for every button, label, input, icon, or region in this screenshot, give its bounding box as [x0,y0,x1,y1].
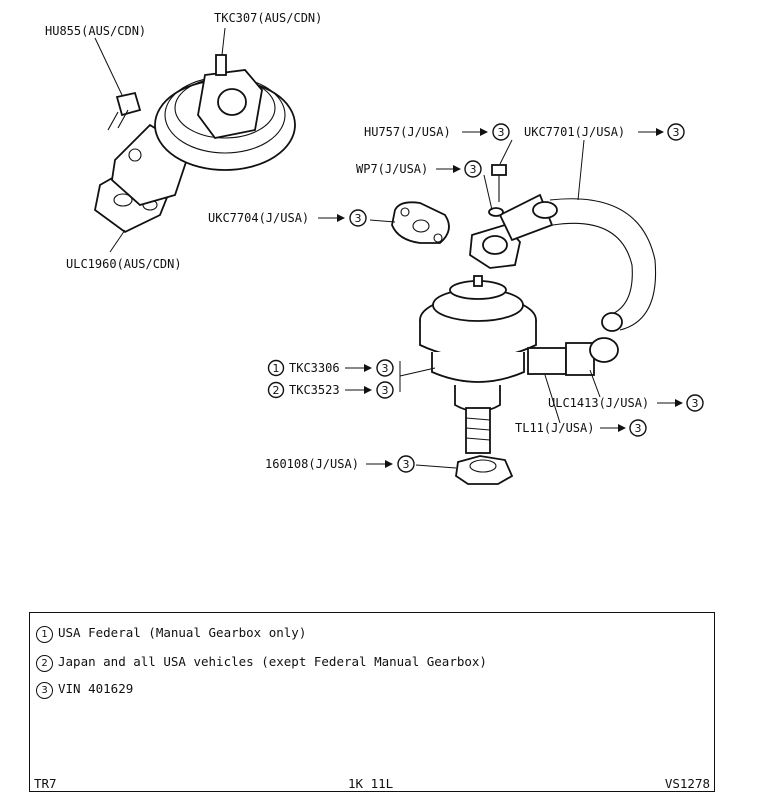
note-2-marker: 2 [36,655,53,672]
j-usa-egr-valve-drawing [391,164,657,485]
marker-3-tkc3523: 3 [382,384,389,397]
label-160108: 160108(J/USA) [265,457,359,471]
footer-drawing-number: VS1278 [664,776,710,791]
marker-3-hu757: 3 [498,126,505,139]
note-2-text: Japan and all USA vehicles (exept Federa… [58,654,487,669]
label-hu855: HU855(AUS/CDN) [45,24,146,38]
label-ulc1413: ULC1413(J/USA) [548,396,649,410]
label-wp7: WP7(J/USA) [356,162,428,176]
marker-3-tl11: 3 [635,422,642,435]
note-1: 1 USA Federal (Manual Gearbox only) [36,625,306,643]
label-tkc3306: TKC3306 [289,361,340,375]
label-ulc1960: ULC1960(AUS/CDN) [66,257,182,271]
note-2: 2 Japan and all USA vehicles (exept Feder… [36,654,487,672]
egr-valve-parts-diagram: HU855(AUS/CDN) TKC307(AUS/CDN) ULC1960(A… [45,11,704,485]
note-3-text: VIN 401629 [58,681,134,696]
marker-3-ukc7701: 3 [673,126,680,139]
marker-1-tkc3306: 1 [273,362,280,375]
marker-2-tkc3523: 2 [273,384,280,397]
marker-3-ukc7704: 3 [355,212,362,225]
footer-model: TR7 [34,776,57,791]
label-tkc3523: TKC3523 [289,383,340,397]
marker-3-tkc3306: 3 [382,362,389,375]
label-ukc7701: UKC7701(J/USA) [524,125,625,139]
notes-box: 1 USA Federal (Manual Gearbox only) 2 Japa… [29,612,715,792]
note-3-marker: 3 [36,682,53,699]
note-3: 3 VIN 401629 [36,681,133,699]
marker-3-160108: 3 [403,458,410,471]
label-tl11: TL11(J/USA) [515,421,594,435]
note-1-text: USA Federal (Manual Gearbox only) [58,625,307,640]
label-hu757: HU757(J/USA) [364,125,451,139]
aus-cdn-egr-valve-drawing [94,54,296,234]
label-tkc307: TKC307(AUS/CDN) [214,11,322,25]
marker-3-ulc1413: 3 [692,397,699,410]
marker-3-wp7: 3 [470,163,477,176]
note-1-marker: 1 [36,626,53,643]
label-ukc7704: UKC7704(J/USA) [208,211,309,225]
footer-page-ref: 1K 11L [348,776,394,791]
